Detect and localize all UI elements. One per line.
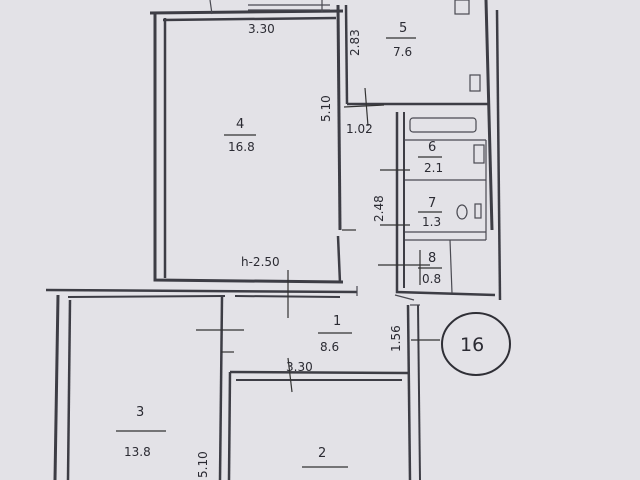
room-3-area: 13.8 bbox=[124, 445, 151, 459]
dim-room2-width: 3.30 bbox=[286, 360, 313, 374]
dim-bath-length: 2.48 bbox=[372, 195, 386, 222]
room-8-number: 8 bbox=[428, 251, 436, 266]
room-4-area: 16.8 bbox=[228, 140, 255, 154]
room-4-number: 4 bbox=[236, 117, 244, 132]
dimension-labels: 3.30 5.10 2.83 1.02 2.48 h-2.50 1.56 3.3… bbox=[196, 22, 403, 478]
room-8-area: 0.8 bbox=[422, 272, 441, 286]
room-7-number: 7 bbox=[428, 196, 436, 211]
room-1-area: 8.6 bbox=[320, 340, 339, 354]
dim-passage-width: 1.02 bbox=[346, 122, 373, 136]
dim-room3-length: 5.10 bbox=[196, 451, 210, 478]
room-3-number: 3 bbox=[136, 405, 144, 420]
room-6-number: 6 bbox=[428, 140, 436, 155]
dimension-ticks bbox=[196, 87, 440, 393]
apartment-number: 16 bbox=[460, 334, 484, 356]
dim-room1-depth: 1.56 bbox=[389, 325, 403, 352]
dim-room5-length: 2.83 bbox=[348, 29, 362, 56]
room-7-area: 1.3 bbox=[422, 215, 441, 229]
walls bbox=[45, 0, 502, 480]
dim-room4-length: 5.10 bbox=[319, 95, 333, 122]
room-5-area: 7.6 bbox=[393, 45, 412, 59]
room-5-number: 5 bbox=[399, 21, 407, 36]
dim-room4-width: 3.30 bbox=[248, 22, 275, 36]
dim-ceiling-height: h-2.50 bbox=[241, 255, 280, 269]
room-6-area: 2.1 bbox=[424, 161, 443, 175]
room-labels: 4 16.8 5 7.6 6 2.1 7 1.3 8 0.8 1 8.6 3 1… bbox=[116, 21, 443, 468]
room-2-number: 2 bbox=[318, 446, 326, 461]
room-1-number: 1 bbox=[333, 314, 341, 329]
apartment-badge: 16 bbox=[441, 312, 511, 376]
